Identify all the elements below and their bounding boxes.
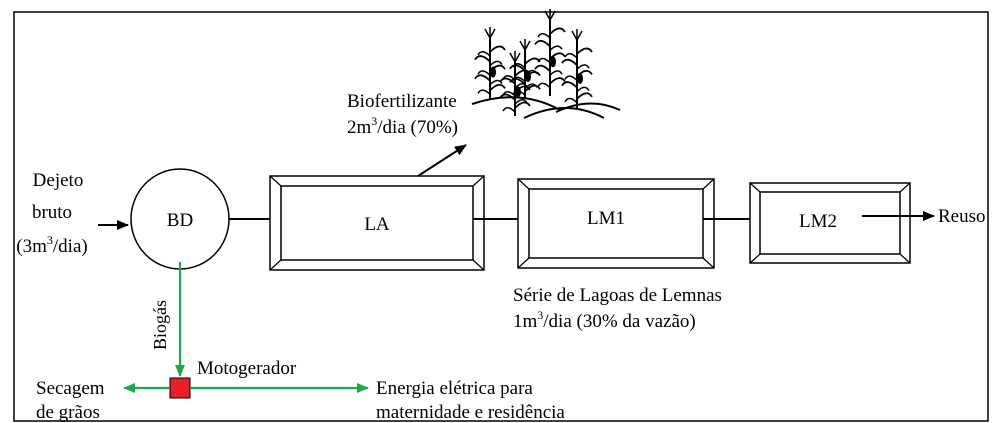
electricity-label-line1: Energia elétrica para	[376, 378, 533, 399]
lemna-series-flow-label: 1m3/dia (30% da vazão)	[513, 308, 696, 332]
input-label-line2: bruto	[32, 202, 72, 223]
corn-plants-icon	[471, 9, 621, 119]
generator-box	[169, 377, 191, 399]
lagoon-lm1-label: LM1	[587, 208, 625, 229]
biofertilizer-flow-label: 2m3/dia (70%)	[347, 114, 458, 138]
biogas-label: Biogás	[150, 300, 170, 350]
lagoon-lm1: LM1	[517, 178, 715, 269]
generator-label: Motogerador	[197, 358, 297, 379]
lemna-series-label: Série de Lagoas de Lemnas	[513, 285, 722, 306]
lagoon-la: LA	[269, 175, 485, 271]
lagoon-lm2-label: LM2	[799, 211, 837, 232]
biofertilizer-label: Biofertilizante	[347, 91, 457, 112]
input-label-line1: Dejeto	[33, 170, 84, 191]
electricity-label-line2: maternidade e residência	[376, 402, 565, 423]
lagoon-la-label: LA	[364, 214, 390, 235]
digester-label: BD	[167, 210, 193, 231]
biofertilizer-arrow	[417, 144, 467, 177]
reuse-label: Reuso	[938, 206, 986, 227]
lagoon-lm2: LM2	[749, 182, 911, 264]
diagram-frame	[13, 11, 989, 422]
drying-label-line1: Secagem	[36, 378, 105, 399]
input-flow-label: (3m3/dia)	[16, 233, 87, 257]
drying-label-line2: de grãos	[36, 402, 100, 423]
